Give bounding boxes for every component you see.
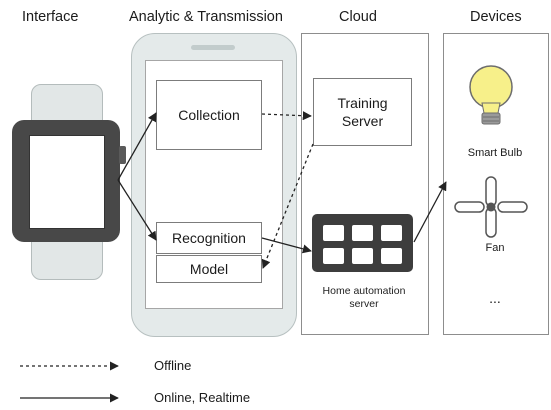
arrow-collection-to-training-server [261,111,312,121]
training-server-box: Training Server [313,78,412,146]
fan-icon [454,176,528,238]
home-server-label-line1: Home automation [322,285,406,297]
home-server-label-line2: server [349,298,379,310]
header-interface: Interface [22,9,79,25]
watch-crown [119,146,126,164]
header-devices: Devices [470,9,522,25]
collection-module: Collection [156,80,262,150]
model-label: Model [189,261,229,277]
server-cell [323,225,344,241]
server-cell [352,248,373,264]
watch-screen [29,135,105,229]
watch-strap-bottom [31,240,103,280]
collection-label: Collection [178,107,240,123]
recognition-module: Recognition [156,222,262,254]
watch-strap-top [31,84,103,124]
server-cell [352,225,373,241]
arrow-watch-to-collection [117,112,157,181]
legend-offline-label: Offline [154,358,192,373]
smart-bulb-label: Smart Bulb [467,147,523,159]
header-analytic-transmission: Analytic & Transmission [129,9,283,25]
legend-online-label: Online, Realtime [154,390,251,405]
recognition-label: Recognition [172,230,246,246]
arrow-recognition-to-home-server [261,237,312,254]
phone-speaker [191,45,235,50]
smart-bulb-icon [469,65,513,125]
training-server-label-line1: Training [337,95,388,111]
header-cloud: Cloud [339,9,377,25]
more-devices-ellipsis: ... [489,290,501,306]
arrow-training-server-to-model [261,143,314,269]
arrow-watch-to-recognition [117,179,157,241]
training-server-label-line2: Server [341,113,384,129]
home-automation-server-label: Home automation server [301,285,427,311]
server-cell [381,225,402,241]
arrow-home-server-to-devices [413,181,447,243]
model-module: Model [156,255,262,283]
server-cell [323,248,344,264]
server-cell [381,248,402,264]
fan-label: Fan [485,242,505,254]
